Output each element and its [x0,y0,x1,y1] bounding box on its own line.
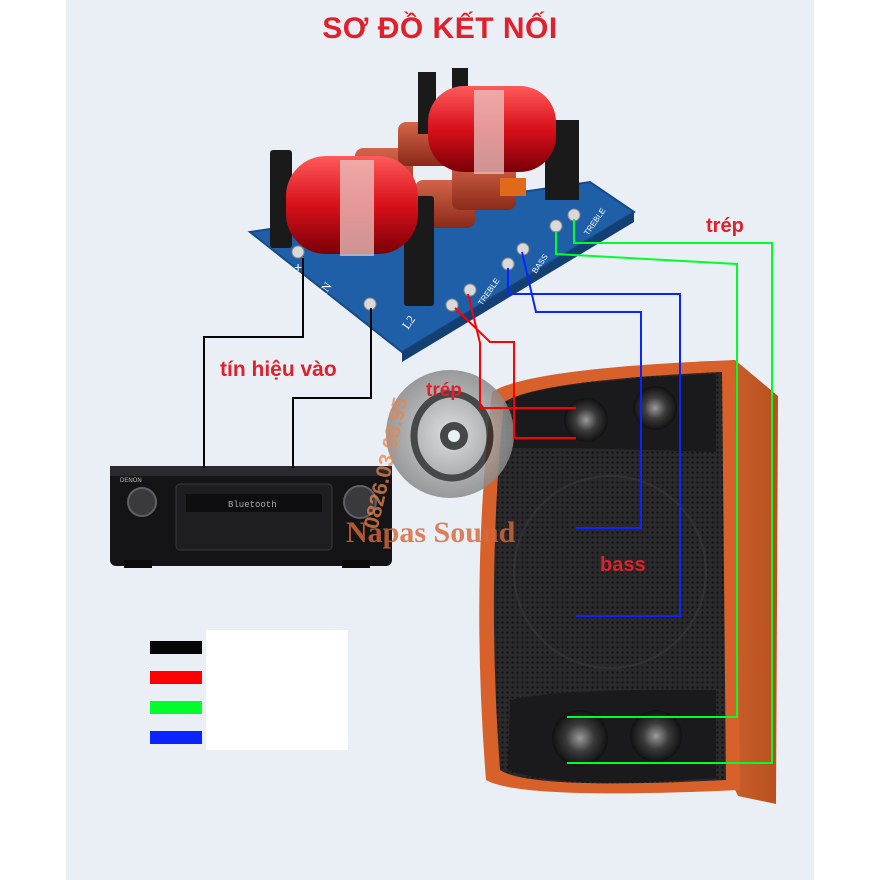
legend-text-box [206,630,348,750]
label-treble-center: trép [426,380,462,401]
wire-green-treble-2 [567,219,773,764]
cable-tie [474,90,504,174]
legend-swatch-green [150,701,202,714]
disc-ring [410,390,494,482]
label-signal-in: tín hiệu vào [220,358,337,381]
tweeter-bottom-right [630,710,682,762]
pcb-edge [402,212,634,362]
label-bass: bass [600,554,646,576]
receiver-foot [124,560,152,568]
wire-black-signal-1 [203,258,304,468]
terminal-treble-3 [549,219,563,233]
wire-red-treble-1 [467,293,576,409]
receiver-top-edge [110,466,392,476]
volume-knob-right [343,485,377,519]
receiver-display [186,494,322,512]
legend-swatch-red [150,671,202,684]
wire-green-treble-1 [555,231,738,718]
wires [203,219,773,764]
receiver-display-text: Bluetooth [228,500,277,510]
bottom-horn-panel [508,689,716,783]
woofer-outline [513,475,707,669]
av-receiver: Bluetooth DENON [110,466,392,568]
page-title: SƠ ĐỒ KẾT NỐI [322,12,558,45]
wire-red-treble-2 [454,307,576,439]
tweeter-top-left [564,398,608,442]
volume-knob-left [127,487,157,517]
legend-swatch-black [150,641,202,654]
wire-blue-bass-2 [521,251,642,529]
disc-watermark [386,370,514,498]
receiver-foot [342,560,370,568]
coil-bracket [270,150,292,248]
disc-hole [448,430,460,442]
wire-color-legend [150,630,350,750]
crossover-board: + IN L2 TREBLE BASS TREBLE [247,68,636,362]
legend-swatch-blue [150,731,202,744]
speaker-grille [493,372,726,784]
tweeter-top-right [633,386,677,430]
tweeter-bottom-left [552,710,608,766]
terminal-treble-2 [463,283,477,297]
cable-tie [340,160,374,256]
board-l2-label: L2 [399,313,418,332]
receiver-display-panel [175,483,333,551]
resistor [500,178,526,196]
label-treble-right: trép [706,215,744,237]
wire-black-signal-2 [292,308,372,468]
terminal-in-plus [291,245,305,259]
board-plus-label: + [294,259,302,275]
receiver-brand: DENON [120,478,142,484]
watermark-brand: Napas Sound [346,516,516,549]
wire-blue-bass-1 [507,268,681,617]
speaker-cabinet [479,360,778,804]
